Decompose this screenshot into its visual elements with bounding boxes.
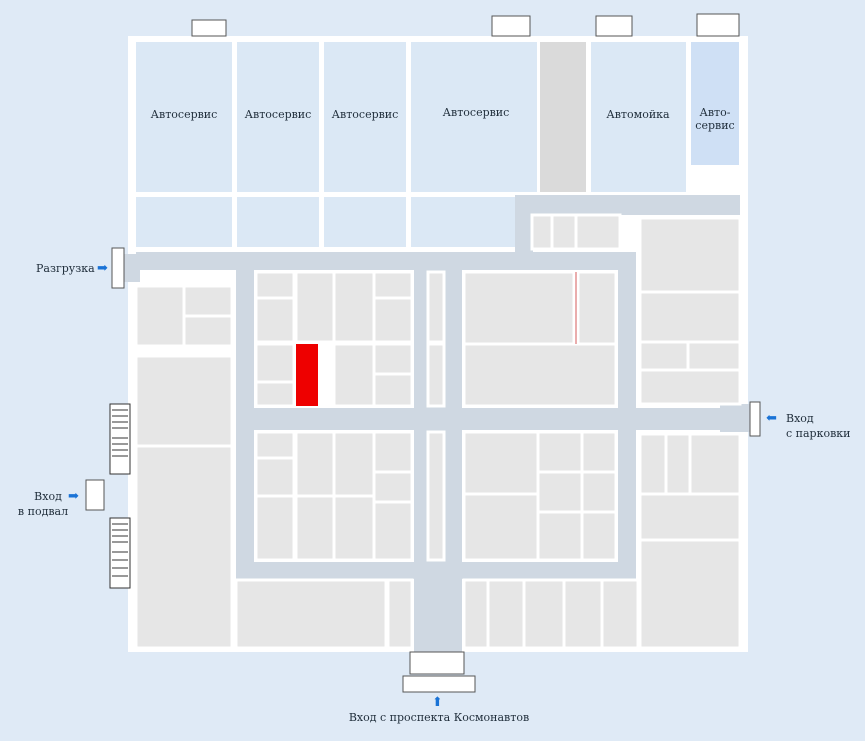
service-bays: [136, 42, 739, 247]
unloading-entrance-frame: [111, 247, 125, 289]
bay-autoservice-4: [411, 42, 537, 192]
label-autoservice-3: Автосервис: [331, 108, 399, 121]
rooms: [134, 213, 742, 650]
corridor-middle: [236, 408, 731, 430]
bay-autoservice-2: [237, 42, 319, 192]
corridor-entry-left: [120, 254, 140, 282]
parking-entrance-frame: [749, 401, 761, 437]
basement-entrance-frame: [85, 479, 105, 511]
stairs-left: [109, 403, 131, 589]
corridor-service-link: [515, 195, 740, 215]
bay-lower-1: [136, 197, 232, 247]
arrow-up-icon: ⬆: [432, 695, 443, 710]
bay-lower-4: [411, 197, 515, 247]
label-parking-1: Вход: [786, 412, 814, 425]
roof-units: [191, 13, 740, 37]
stair-core: [540, 42, 586, 192]
arrow-right-icon: ➡: [97, 261, 108, 276]
label-autoservice-small-2: сервис: [695, 119, 735, 132]
corridor-left-vertical: [236, 252, 254, 579]
label-basement-1: Вход: [34, 490, 62, 503]
bay-lower-3: [324, 197, 406, 247]
highlighted-room[interactable]: [296, 344, 318, 406]
corridor-entry-right: [720, 404, 750, 432]
corridor-top: [136, 252, 636, 270]
arrow-right-icon: ➡: [68, 489, 79, 504]
label-autoservice-4: Автосервис: [442, 106, 510, 119]
label-main-entrance: Вход с проспекта Космонавтов: [348, 711, 530, 724]
label-parking-2: с парковки: [786, 427, 851, 440]
label-autoservice-2: Автосервис: [244, 108, 312, 121]
label-autoservice-1: Автосервис: [150, 108, 218, 121]
bay-autoservice-small: [691, 42, 739, 165]
corridor-right-vertical: [618, 252, 636, 579]
label-basement-2: в подвал: [17, 505, 69, 518]
label-carwash: Автомойка: [606, 108, 670, 121]
corridor-service-down: [515, 195, 533, 255]
bay-carwash: [591, 42, 686, 192]
bay-lower-2: [237, 197, 319, 247]
label-autoservice-small-1: Авто-: [699, 106, 731, 119]
arrow-left-icon: ⬅: [766, 411, 777, 426]
bay-autoservice-1: [136, 42, 232, 192]
corridors: [120, 195, 750, 652]
label-unloading: Разгрузка: [36, 262, 95, 275]
bay-autoservice-3: [324, 42, 406, 192]
main-entrance-steps: [402, 651, 476, 693]
